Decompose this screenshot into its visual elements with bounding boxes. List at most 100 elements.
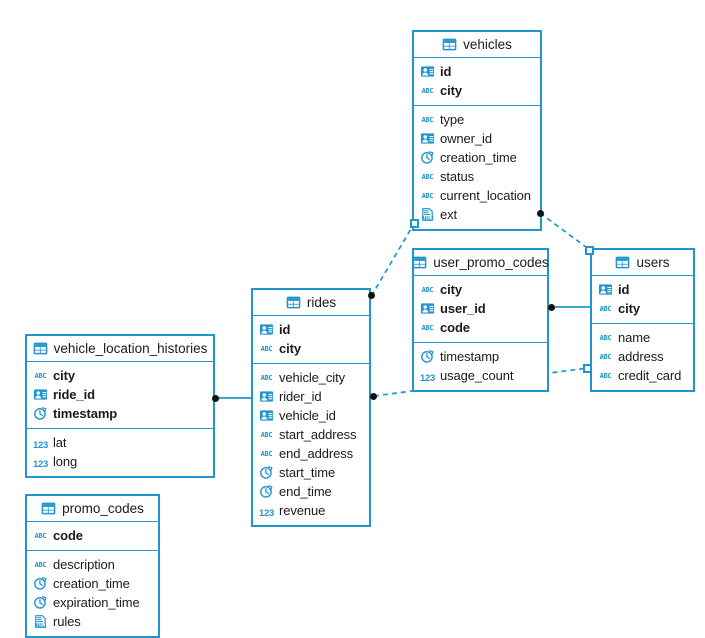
column-label: city (440, 83, 463, 98)
relationship-line-vehicles-to-users (539, 212, 591, 251)
column-label: expiration_time (53, 595, 140, 610)
column-row[interactable]: user_id (414, 299, 547, 318)
column-label: city (618, 301, 641, 316)
column-row[interactable]: creation_time (27, 574, 158, 593)
relationship-line-vehicles-to-rides (371, 221, 416, 296)
key-id-icon (259, 408, 274, 423)
column-row[interactable]: ABC start_address (253, 425, 369, 444)
column-label: rider_id (279, 389, 322, 404)
table-header-users[interactable]: users (592, 250, 693, 276)
abc-text-icon: ABC (598, 368, 613, 383)
relationship-many-endpoint (370, 393, 377, 400)
svg-text:ABC: ABC (261, 431, 273, 439)
column-label: long (53, 454, 78, 469)
table-header-vehicle_location_histories[interactable]: vehicle_location_histories (27, 336, 213, 362)
table-header-vehicles[interactable]: vehicles (414, 32, 540, 58)
abc-text-icon: ABC (259, 370, 274, 385)
column-row[interactable]: id (414, 62, 540, 81)
column-row[interactable]: timestamp (27, 404, 213, 423)
svg-text:ABC: ABC (422, 324, 434, 332)
table-icon (286, 295, 301, 310)
column-row[interactable]: vehicle_id (253, 406, 369, 425)
column-label: timestamp (53, 406, 118, 421)
123-number-icon: 123 (33, 440, 48, 451)
column-row[interactable]: end_time (253, 482, 369, 501)
column-label: creation_time (53, 576, 130, 591)
clock-icon (420, 349, 435, 364)
clock-icon (33, 576, 48, 591)
column-row[interactable]: rider_id (253, 387, 369, 406)
relationship-one-endpoint (583, 364, 592, 373)
svg-text:JSON: JSON (423, 216, 433, 221)
abc-text-icon: ABC (259, 427, 274, 442)
column-label: start_address (279, 427, 357, 442)
abc-text-icon: ABC (420, 188, 435, 203)
column-label: status (440, 169, 475, 184)
svg-text:ABC: ABC (422, 87, 434, 95)
abc-text-icon: ABC (33, 557, 48, 572)
column-row[interactable]: id (592, 280, 693, 299)
column-label: ext (440, 207, 458, 222)
column-row[interactable]: ABC status (414, 167, 540, 186)
column-row[interactable]: ABC code (414, 318, 547, 337)
column-label: revenue (279, 503, 326, 518)
relationship-one-endpoint (585, 246, 594, 255)
svg-text:ABC: ABC (422, 173, 434, 181)
column-row[interactable]: start_time (253, 463, 369, 482)
column-row[interactable]: ride_id (27, 385, 213, 404)
abc-text-icon: ABC (420, 83, 435, 98)
column-row[interactable]: ABC city (414, 81, 540, 100)
table-icon (41, 501, 56, 516)
table-title: users (636, 255, 670, 270)
column-label: city (279, 341, 302, 356)
column-row[interactable]: JSON ext (414, 205, 540, 224)
column-label: code (440, 320, 470, 335)
column-row[interactable]: owner_id (414, 129, 540, 148)
table-title: user_promo_codes (433, 255, 549, 270)
column-row[interactable]: expiration_time (27, 593, 158, 612)
svg-text:ABC: ABC (422, 116, 434, 124)
column-row[interactable]: creation_time (414, 148, 540, 167)
column-row[interactable]: id (253, 320, 369, 339)
table-header-promo_codes[interactable]: promo_codes (27, 496, 158, 522)
table-header-rides[interactable]: rides (253, 290, 369, 316)
table-header-user_promo_codes[interactable]: user_promo_codes (412, 250, 549, 276)
key-id-icon (420, 64, 435, 79)
abc-text-icon: ABC (33, 528, 48, 543)
column-row[interactable]: timestamp (414, 347, 547, 366)
column-label: rules (53, 614, 81, 629)
relationship-many-endpoint (548, 304, 555, 311)
column-label: usage_count (440, 368, 514, 383)
svg-text:ABC: ABC (261, 374, 273, 382)
key-id-icon (259, 389, 274, 404)
